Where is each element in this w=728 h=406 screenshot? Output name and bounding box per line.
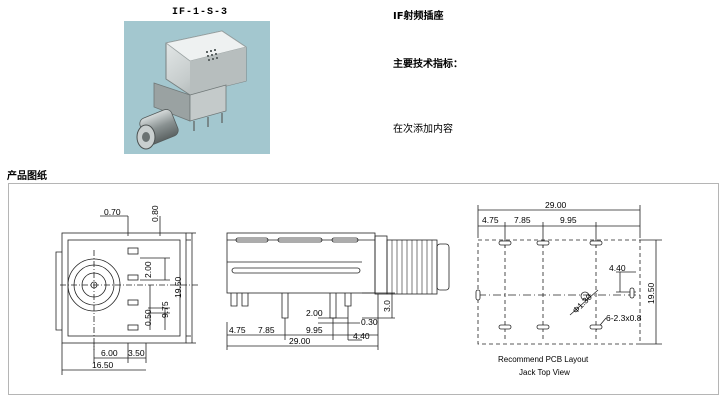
dim-front-9-75: 9.75 (160, 301, 170, 318)
dim-pcb-7-85: 7.85 (514, 215, 531, 225)
dim-side-4-40: 4.40 (353, 331, 370, 341)
dim-side-3-0: 3.0 (382, 300, 392, 312)
dim-pcb-29-00: 29.00 (545, 200, 567, 210)
dim-front-3-50: 3.50 (128, 348, 145, 358)
spec-heading: 主要技术指标： (393, 59, 463, 70)
pcb-caption-line2: Jack Top View (519, 368, 570, 377)
product-name: IF射频插座 (393, 11, 444, 22)
dim-pcb-9-95: 9.95 (560, 215, 577, 225)
dim-pcb-4-75: 4.75 (482, 215, 499, 225)
connector-photo-illustration (136, 30, 247, 150)
dim-front-16-50: 16.50 (92, 360, 114, 370)
dim-front-0-50: 0.50 (143, 309, 153, 326)
front-view-dimensions: 0.70 0.80 2.00 19.50 9.75 0.50 6.00 3.50… (92, 205, 183, 370)
dim-side-0-30: 0.30 (361, 317, 378, 327)
dim-front-0-70: 0.70 (104, 207, 121, 217)
pcb-caption-line1: Recommend PCB Layout (498, 355, 589, 364)
dim-side-7-85: 7.85 (258, 325, 275, 335)
dim-side-9-95: 9.95 (306, 325, 323, 335)
product-photo (124, 21, 270, 154)
dim-pcb-4-40: 4.40 (609, 263, 626, 273)
side-view-drawing (226, 232, 450, 350)
dim-side-29-00: 29.00 (289, 336, 311, 346)
pcb-holes (580, 291, 590, 301)
pcb-layout-drawing (477, 205, 662, 345)
drawing-frame (8, 183, 719, 395)
dim-front-0-80: 0.80 (150, 205, 160, 222)
dim-front-6-00: 6.00 (101, 348, 118, 358)
spec-body: 在次添加内容 (393, 124, 453, 135)
drawing-section-label: 产品图纸 (7, 171, 47, 182)
dim-front-2-00: 2.00 (143, 261, 153, 278)
side-view-dimensions: 2.00 0.30 4.75 7.85 9.95 4.40 29.00 3.0 (229, 300, 392, 346)
dim-side-4-75: 4.75 (229, 325, 246, 335)
dim-front-19-50: 19.50 (173, 276, 183, 298)
pcb-layout-dimensions: 29.00 4.75 7.85 9.95 4.40 19.50 Φ1.30 6-… (482, 200, 656, 377)
product-code: IF-1-S-3 (172, 7, 229, 18)
dim-pcb-pad-spec: 6-2.3x0.8 (606, 313, 642, 323)
front-view-drawing (55, 215, 198, 375)
pcb-pads (475, 240, 635, 330)
dim-pcb-19-50: 19.50 (646, 282, 656, 304)
dim-side-2-00: 2.00 (306, 308, 323, 318)
